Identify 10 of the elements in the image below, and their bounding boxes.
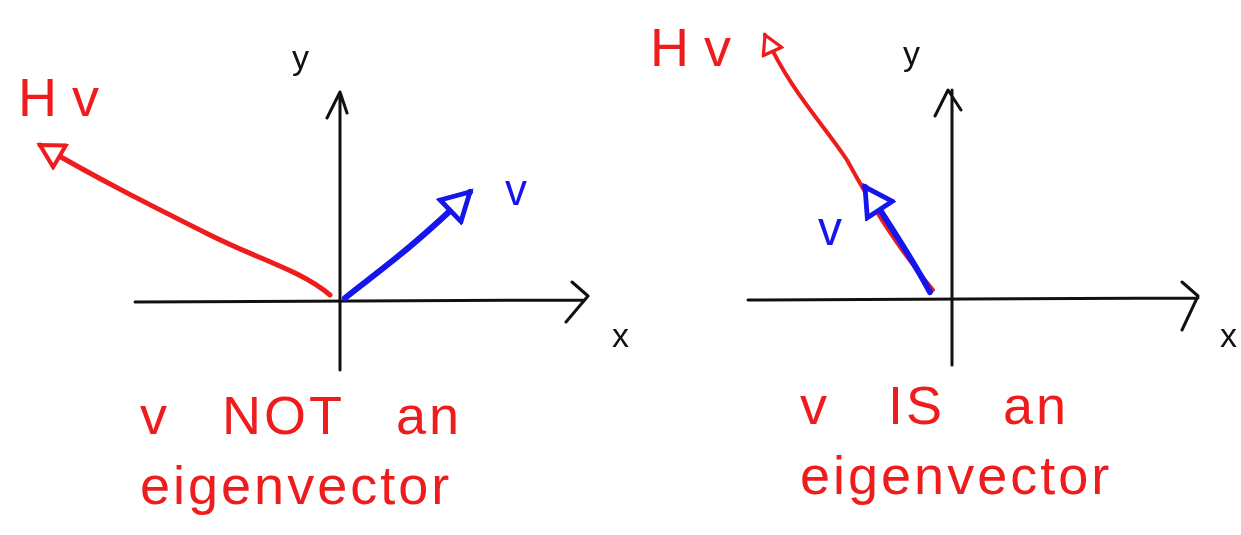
vector-label: v <box>505 168 527 212</box>
caption-text: v NOT an eigenvector <box>140 384 464 517</box>
vector-label: H v <box>650 20 731 74</box>
vector-label: v <box>818 205 842 253</box>
axis-label: x <box>1220 318 1237 352</box>
axis-label: x <box>612 318 629 352</box>
caption-text: v IS an eigenvector <box>800 374 1114 507</box>
axis-label: y <box>292 40 309 74</box>
vector-label: H v <box>18 70 99 124</box>
axis-label: y <box>903 36 920 70</box>
